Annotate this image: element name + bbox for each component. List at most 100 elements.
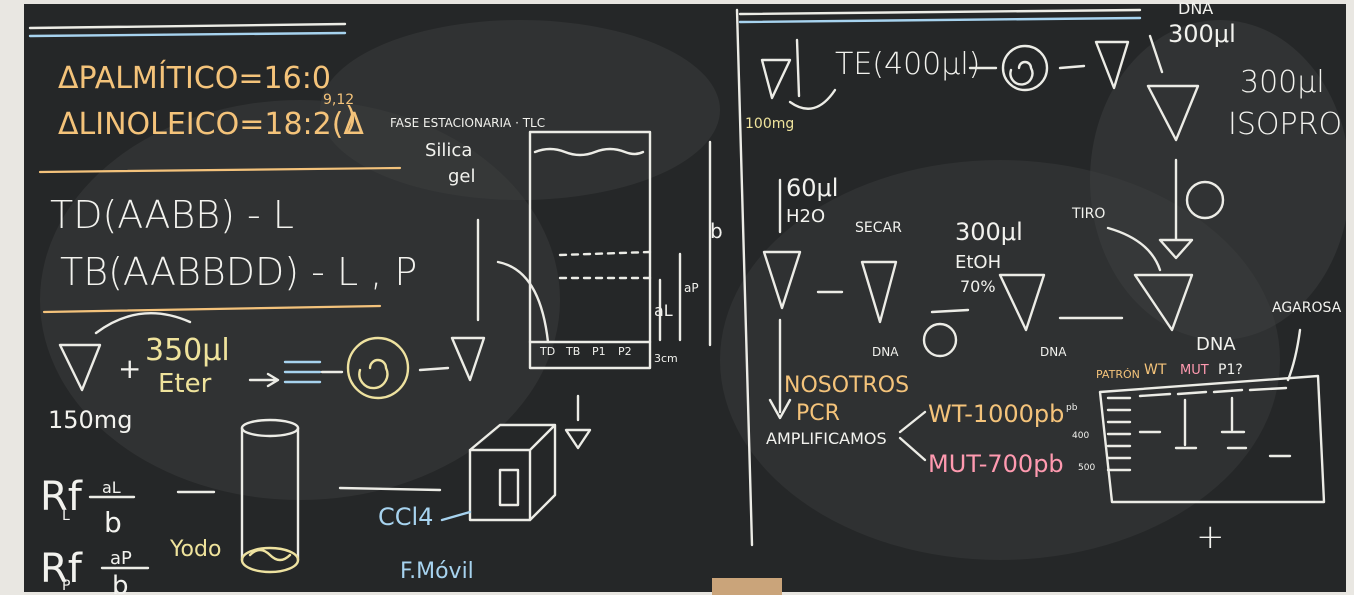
arrow-left [338,486,442,492]
ul300-text: 300μl [1240,65,1325,100]
amount-350-text: 350μl [145,333,230,368]
centrifuge-icon [922,322,958,358]
gel-text: gel [448,166,476,187]
td-genotype-text: TD(AABB) - L [50,193,294,237]
linoleico-text: ΔLINOLEICO=18:2(Δ [58,107,364,142]
measure-arrows [658,140,712,347]
silica-text: Silica [425,140,472,161]
arrow-left [930,308,970,314]
top-rule-right-blue [738,16,1142,24]
gel-label-patron: PATRÓN [1096,368,1140,381]
arrow-curve [1106,226,1162,272]
gel-box [1098,374,1326,504]
secar-text: SECAR [855,220,902,236]
rf-p-denominator: b [112,571,129,595]
divider-line [42,304,382,314]
yodo-text: Yodo [169,537,221,562]
fase-estacionaria-text: FASE ESTACIONARIA · TLC [390,116,545,130]
gel-bands [1138,430,1292,458]
lane-td: TD [539,345,555,358]
mut-text: MUT-700pb [928,450,1064,478]
dna-label-1: DNA [1196,334,1236,355]
nosotros-text: NOSOTROS [784,373,909,398]
linoleico-superscript: 9,12 [323,92,354,108]
pcr-text: PCR [796,401,840,426]
agarosa-arrow [1286,328,1302,382]
lane-tb: TB [565,345,580,358]
amount-150-text: 150mg [48,406,132,434]
centrifuge-icon [1001,44,1049,92]
centrifuge-icon [1185,180,1225,220]
isopro-text: ISOPRO [1228,107,1342,142]
rf-l-subscript: L [62,508,70,524]
spiral-icon [1009,60,1034,86]
top-rule [28,22,347,30]
tube-icon [1094,40,1130,90]
pb-500-label: 500 [1078,463,1095,473]
arrow-icon [418,366,450,372]
ul60-text: 60μl [786,174,838,202]
tube-icon [450,336,486,382]
board-divider [735,8,754,547]
tube-icon [762,250,802,310]
agarosa-text: AGAROSA [1272,300,1342,316]
lane-p1: P1 [592,345,606,358]
mg100-text: 100mg [745,116,794,132]
down-arrow [768,318,792,420]
tube-icon [58,343,102,392]
rf-p-label: Rf [40,546,83,592]
eter-text: Eter [158,369,212,399]
arrow-icon [1058,64,1086,70]
linoleico-close-paren: ) [345,101,357,136]
etoh-text: EtOH [955,252,1001,273]
palmitico-text: ΔPALMÍTICO=16:0 [58,60,331,96]
rf-p-subscript: P [62,578,70,594]
arrow-icon [440,510,472,522]
down-arrow [564,394,592,450]
spot-arrow [496,260,550,344]
pb-label: pb [1066,403,1078,413]
chalk-smudge [40,100,560,500]
dna-label-3: DNA [872,345,899,359]
plus-sign: + [118,352,141,385]
te-text: TE(400μl) [835,47,980,82]
pb-400-label: 400 [1072,431,1089,441]
solvent-front [533,147,645,157]
dna-label-2: DNA [1040,345,1067,359]
amplificamos-text: AMPLIFICAMOS [766,429,887,448]
arrow-icon [248,372,280,388]
rf-l-numerator: aL [102,478,121,497]
h2o-text: H2O [786,206,825,227]
branch-lines [898,410,927,462]
top-rule-right [738,8,1142,16]
arrow-curve [788,88,837,110]
tube-icon [860,260,898,324]
chalk-smudge [320,20,720,200]
tlc-plate-in-chamber [498,468,520,507]
chalk-ledge [712,578,782,595]
plus-electrode: + [1196,517,1225,557]
iodine-crystals [248,548,292,562]
tb-genotype-text: TB(AABBDD) - L , P [60,250,417,294]
gel-label-mut: MUT [1180,363,1209,378]
f-movil-text: F.Móvil [400,559,474,584]
rf-l-denominator: b [104,506,122,539]
tube-icon [1146,84,1200,142]
arrow-icon [1148,34,1164,74]
tube-icon [998,273,1046,332]
wall-right [1346,0,1354,595]
al-label: aL [654,301,673,320]
gel-label-p1: P1? [1218,362,1243,378]
tube-icon [1133,273,1194,332]
tube-icon [760,58,792,100]
wall-left [0,0,24,595]
band-p [558,250,652,257]
gel-band-arrows [1183,396,1234,447]
rf-p-numerator: aP [110,548,132,569]
divider-line [38,166,402,174]
gel-wells [1138,386,1288,398]
ccl4-text: CCl4 [378,503,433,531]
mixing-lines-icon [283,360,322,384]
arrow-curve [94,312,192,335]
